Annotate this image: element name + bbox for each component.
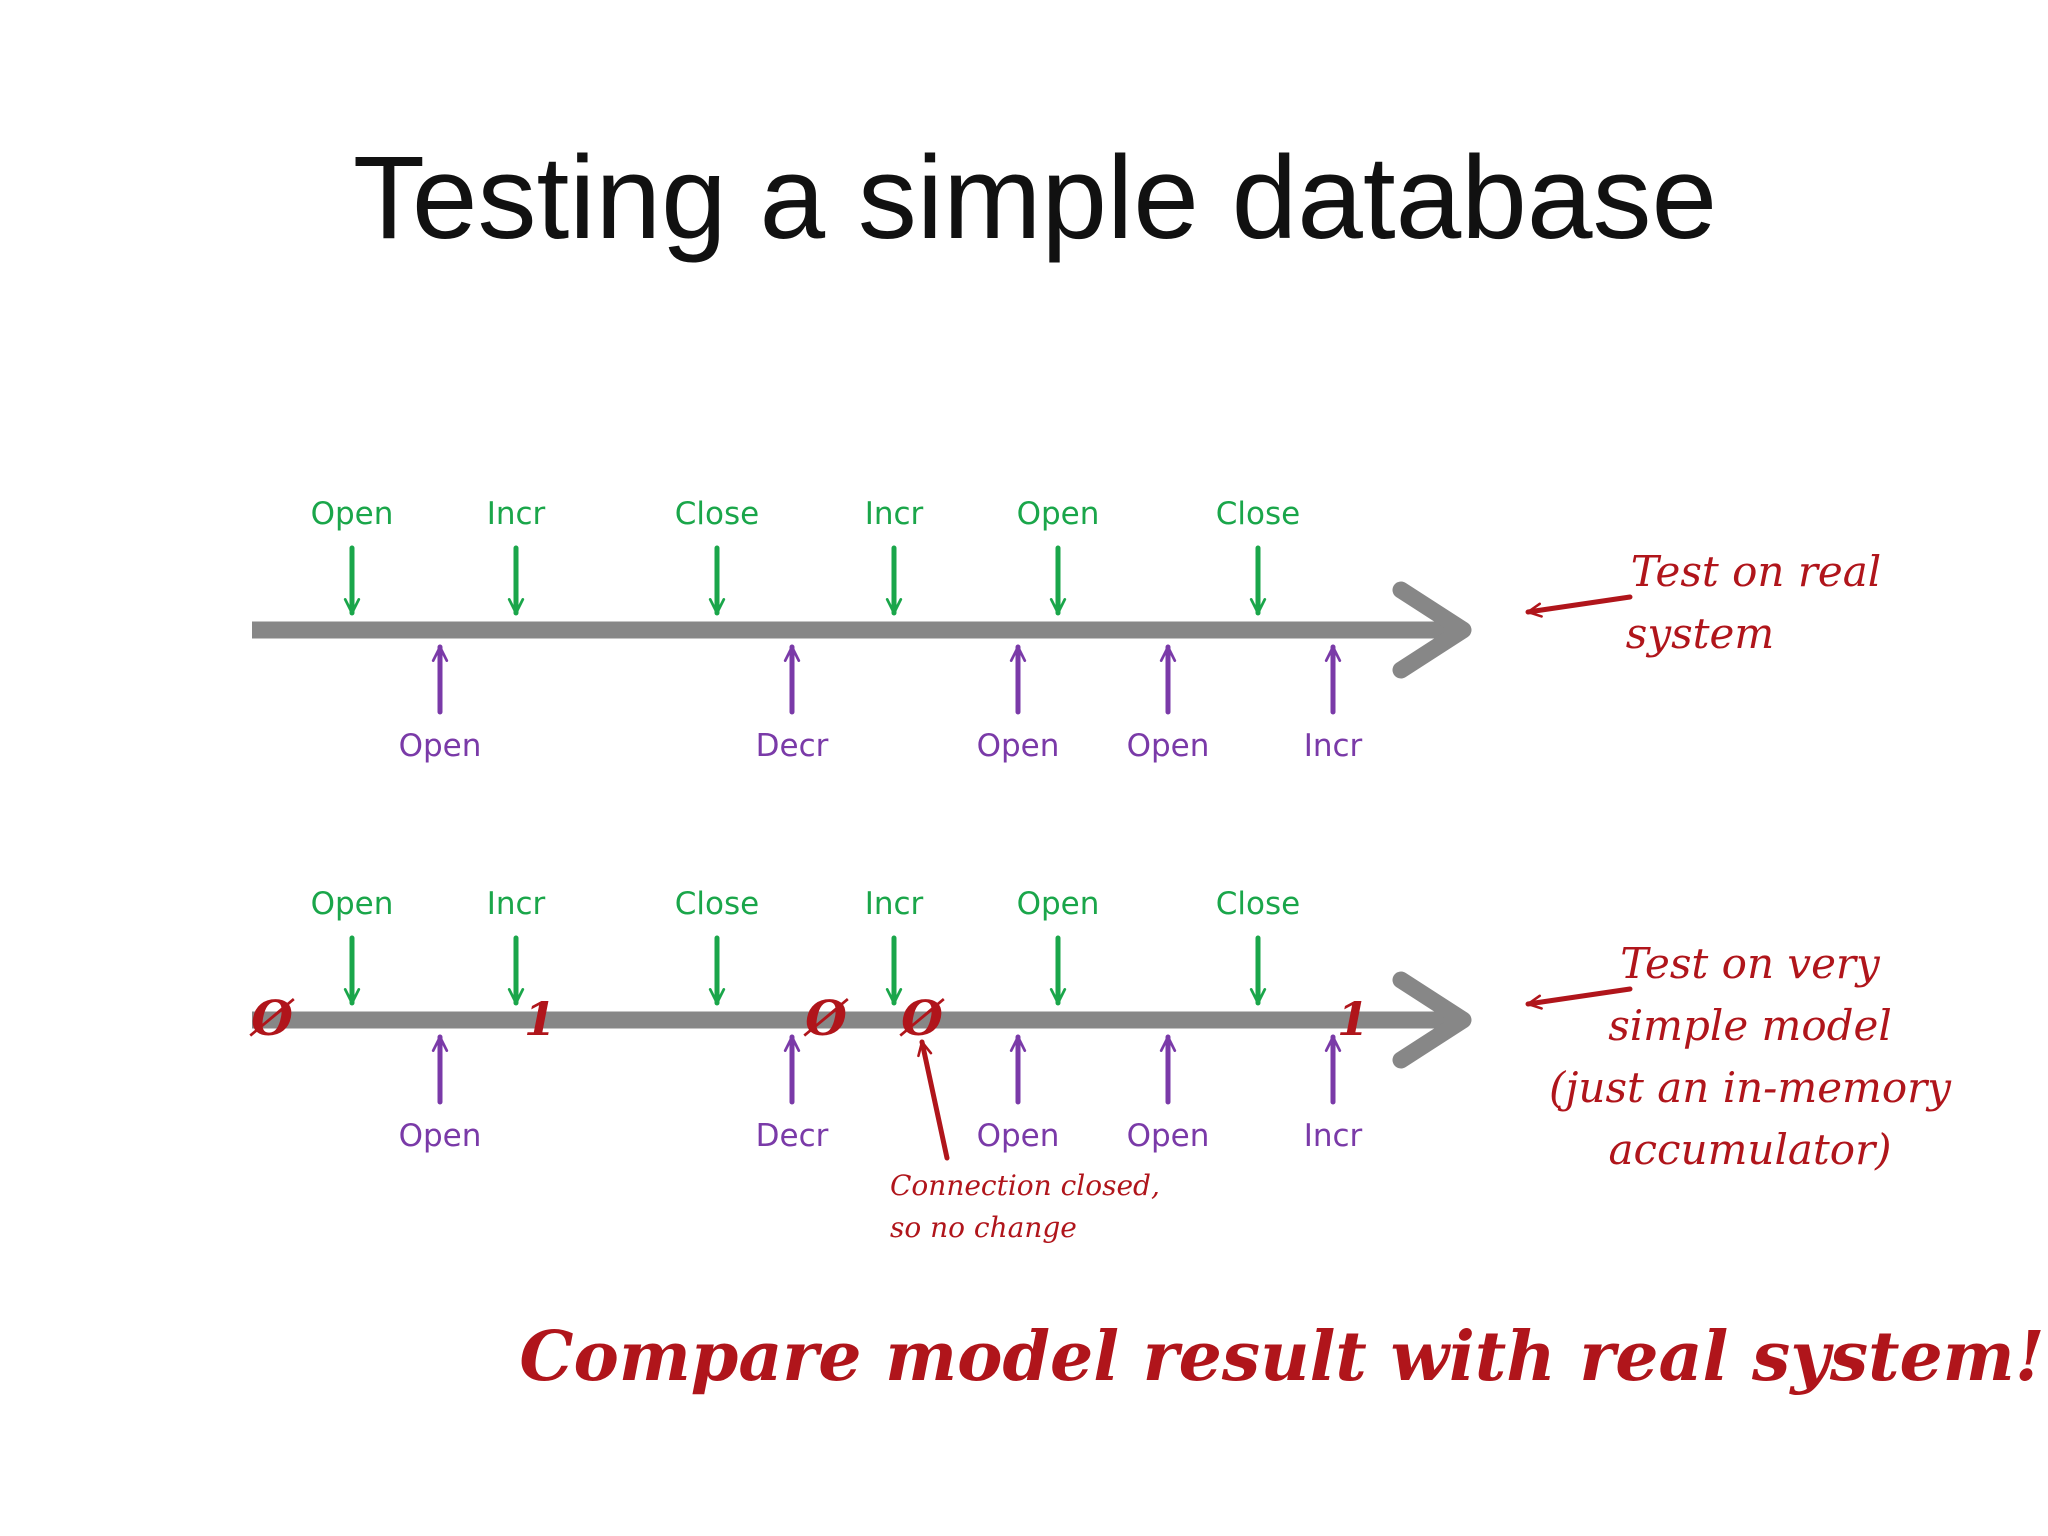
event-label: Decr bbox=[756, 728, 829, 764]
event-label: Close bbox=[1216, 496, 1300, 532]
state-mark: Ø bbox=[803, 991, 849, 1047]
event-label: Incr bbox=[865, 886, 924, 922]
timeline-arrowhead bbox=[1392, 971, 1472, 1069]
event-label: Incr bbox=[1304, 1118, 1363, 1154]
timeline-note: Test on real system bbox=[1626, 547, 1881, 658]
note-line: accumulator) bbox=[1608, 1125, 1891, 1174]
event-label: Open bbox=[399, 728, 482, 764]
conclusion-note: Compare model result with real system! bbox=[519, 1317, 2044, 1397]
callout-line: so no change bbox=[890, 1211, 1077, 1244]
event-label: Close bbox=[675, 886, 759, 922]
event-label: Incr bbox=[865, 496, 924, 532]
event-label: Open bbox=[977, 1118, 1060, 1154]
callout-arrow bbox=[917, 1039, 950, 1161]
event-label: Open bbox=[311, 886, 394, 922]
event-label: Open bbox=[399, 1118, 482, 1154]
timeline-arrowhead bbox=[1392, 581, 1472, 679]
note-line: (just an in-memory bbox=[1549, 1063, 1952, 1112]
note-line: Test on very bbox=[1620, 939, 1881, 988]
state-mark: 1 bbox=[524, 992, 556, 1046]
event-label: Open bbox=[311, 496, 394, 532]
event-label: Incr bbox=[1304, 728, 1363, 764]
note-line: Test on real bbox=[1631, 547, 1881, 596]
event-label: Open bbox=[1127, 1118, 1210, 1154]
note-arrow bbox=[1525, 594, 1633, 618]
event-label: Open bbox=[1017, 886, 1100, 922]
callout-note: Connection closed, so no change bbox=[890, 1169, 1169, 1244]
event-label: Close bbox=[675, 496, 759, 532]
note-arrow bbox=[1525, 986, 1633, 1010]
event-label: Open bbox=[977, 728, 1060, 764]
event-label: Incr bbox=[487, 496, 546, 532]
note-line: simple model bbox=[1608, 1001, 1892, 1050]
state-mark: 1 bbox=[1337, 992, 1369, 1046]
state-mark: Ø bbox=[899, 991, 945, 1047]
timeline-note: Test on very simple model (just an in-memo… bbox=[1549, 939, 1952, 1174]
slide-title: Testing a simple database bbox=[353, 132, 1717, 264]
note-line: system bbox=[1626, 609, 1774, 658]
state-mark: Ø bbox=[249, 991, 295, 1047]
event-label: Decr bbox=[756, 1118, 829, 1154]
event-label: Open bbox=[1127, 728, 1210, 764]
callout-line: Connection closed, bbox=[890, 1169, 1160, 1202]
event-label: Close bbox=[1216, 886, 1300, 922]
event-label: Open bbox=[1017, 496, 1100, 532]
event-label: Incr bbox=[487, 886, 546, 922]
